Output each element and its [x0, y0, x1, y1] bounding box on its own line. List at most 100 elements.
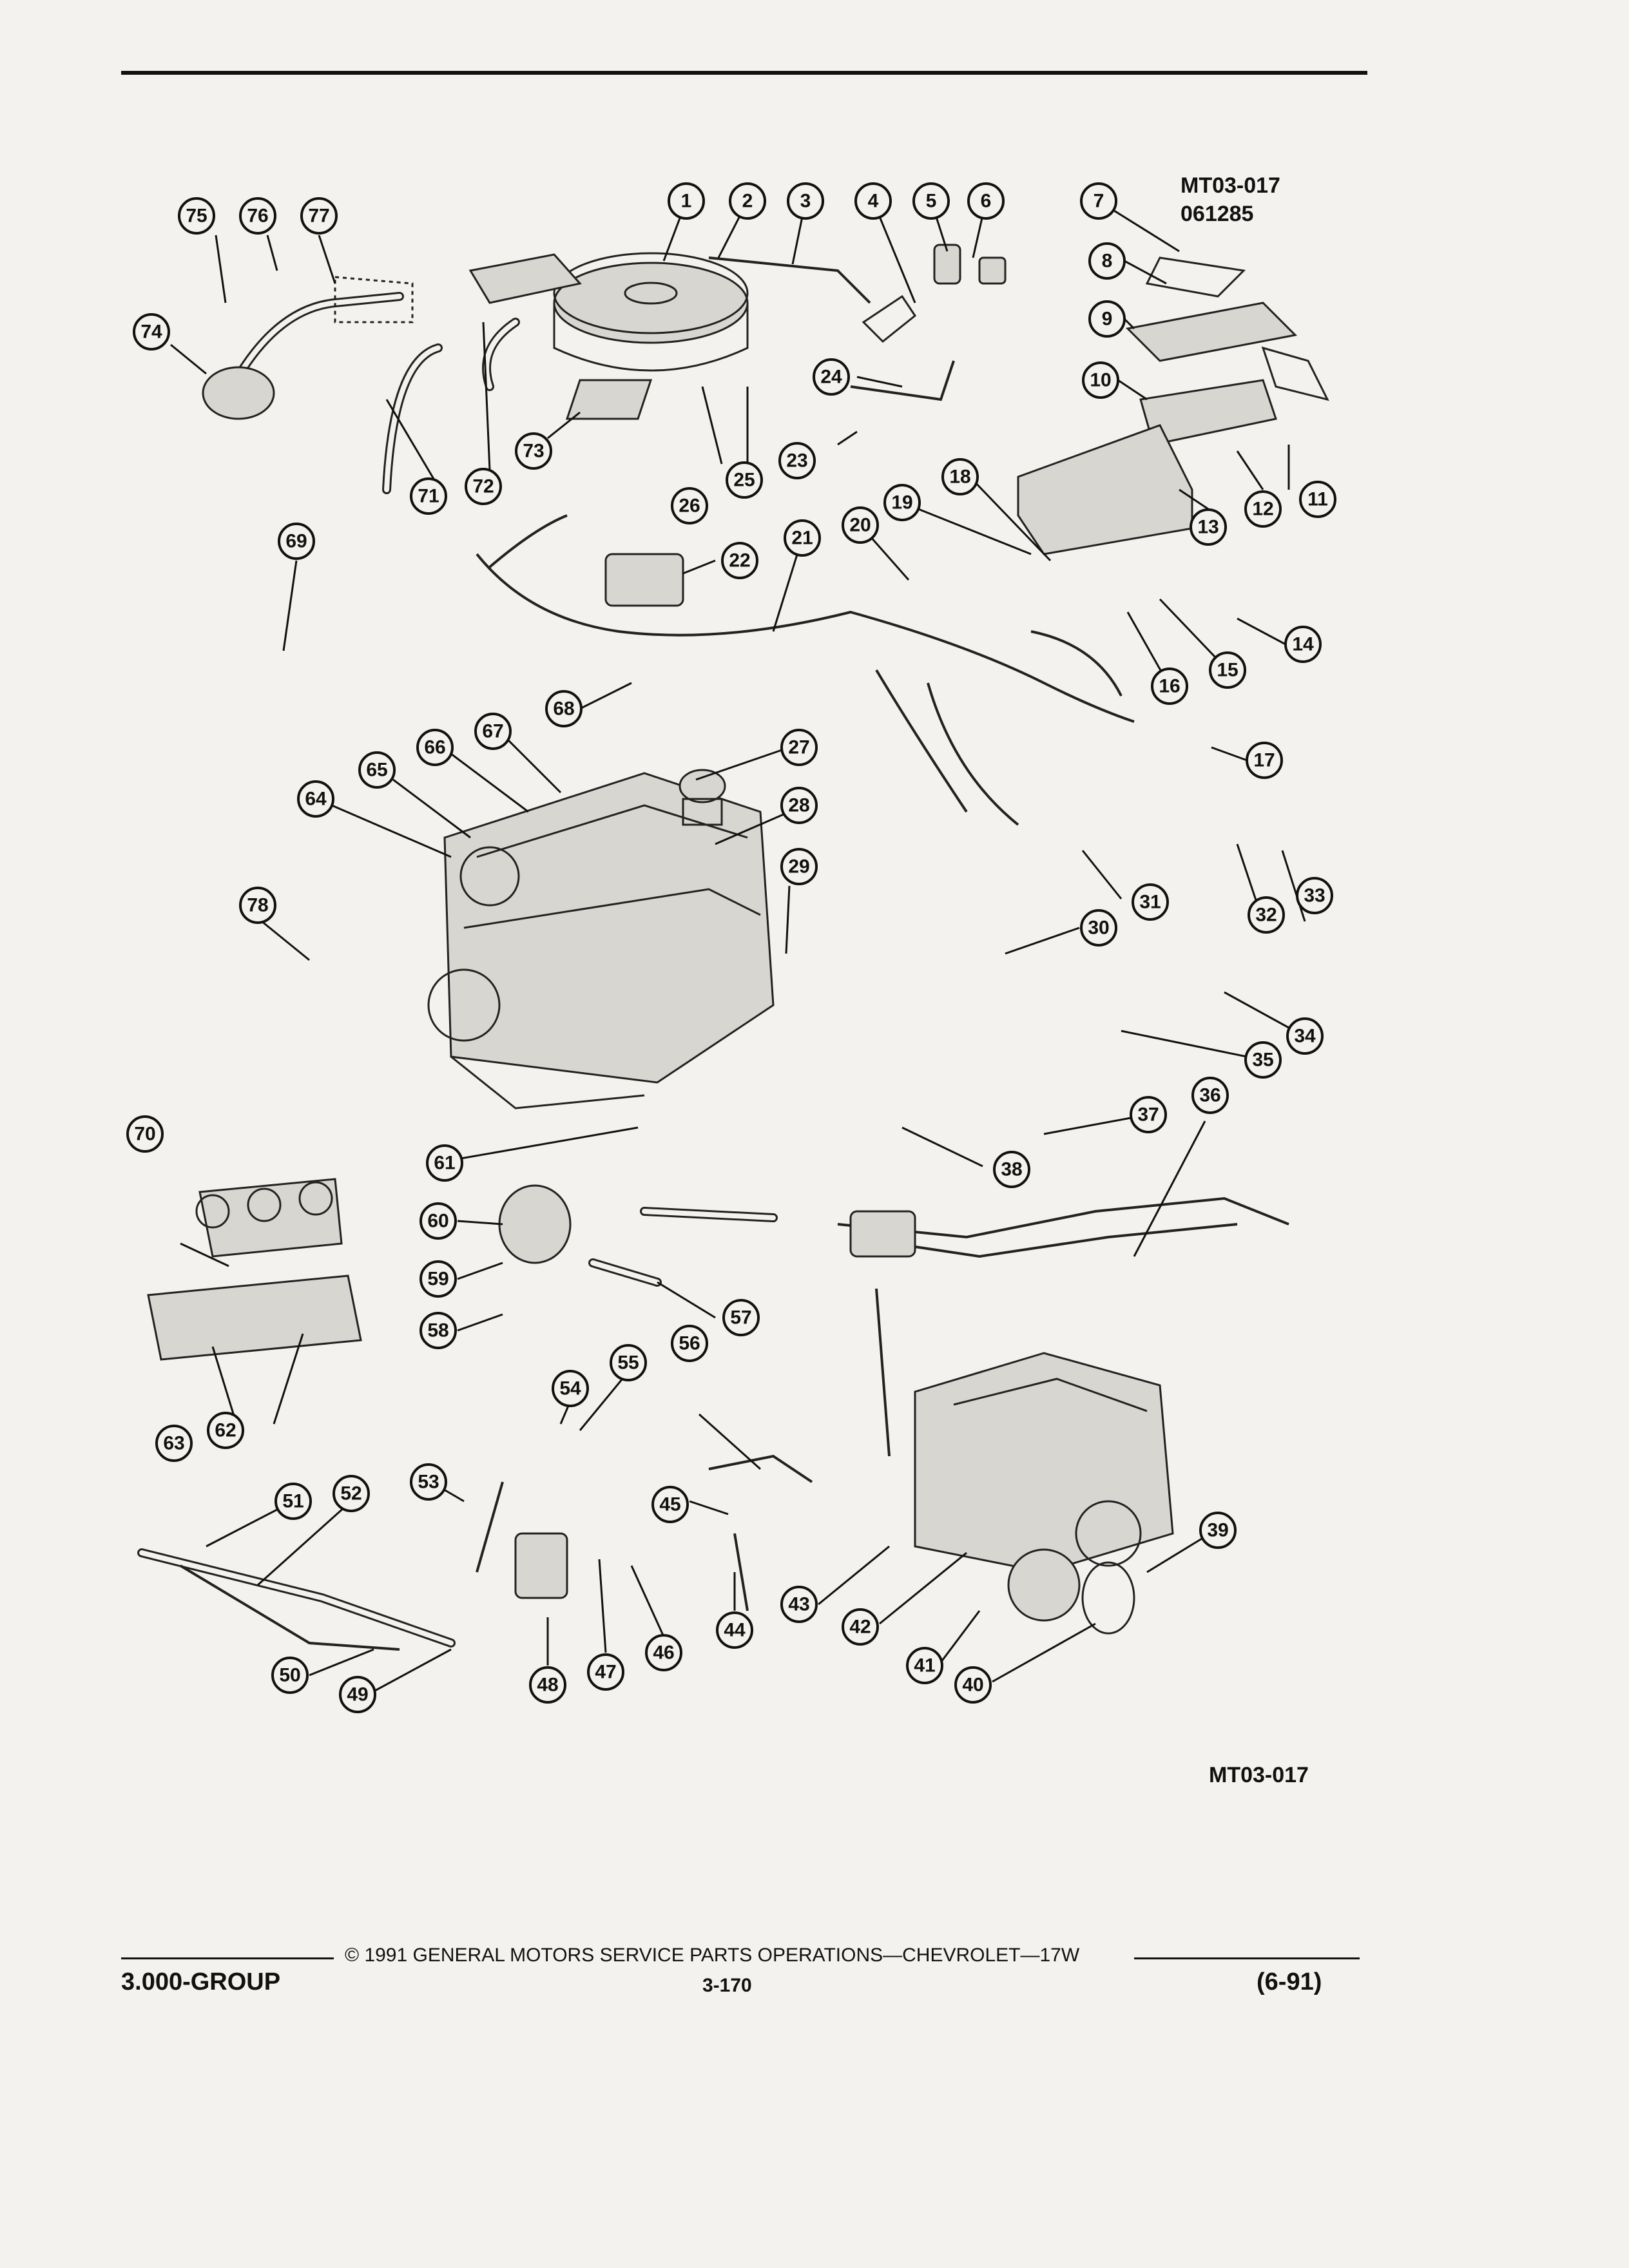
svg-text:56: 56	[679, 1333, 700, 1354]
svg-text:5: 5	[926, 191, 937, 212]
callout-43: 43	[780, 1586, 818, 1623]
svg-text:4: 4	[868, 191, 879, 212]
svg-text:6: 6	[981, 191, 992, 212]
callout-76: 76	[239, 197, 276, 235]
svg-text:2: 2	[742, 191, 753, 212]
callout-8: 8	[1088, 242, 1126, 280]
svg-text:37: 37	[1137, 1104, 1159, 1126]
svg-text:29: 29	[788, 856, 809, 878]
callout-71: 71	[410, 477, 447, 515]
svg-text:19: 19	[891, 492, 912, 514]
callout-65: 65	[358, 751, 396, 789]
svg-text:50: 50	[279, 1665, 300, 1686]
callout-35: 35	[1244, 1041, 1282, 1079]
callout-69: 69	[278, 523, 315, 560]
svg-text:14: 14	[1292, 634, 1314, 655]
svg-text:53: 53	[418, 1472, 439, 1493]
callout-55: 55	[610, 1344, 647, 1381]
svg-text:21: 21	[791, 528, 813, 549]
callout-16: 16	[1151, 668, 1188, 705]
footer-page-number: 3-170	[702, 1975, 752, 1996]
callout-9: 9	[1088, 300, 1126, 338]
callout-28: 28	[780, 787, 818, 824]
svg-text:65: 65	[366, 760, 387, 781]
svg-text:23: 23	[786, 450, 807, 472]
footer-group: 3.000-GROUP	[121, 1968, 281, 1995]
callout-73: 73	[515, 432, 552, 470]
top-rule	[121, 71, 1367, 75]
callout-31: 31	[1132, 883, 1169, 921]
callout-37: 37	[1130, 1096, 1167, 1133]
svg-text:41: 41	[914, 1655, 935, 1677]
svg-text:40: 40	[962, 1675, 983, 1696]
svg-text:28: 28	[788, 795, 809, 816]
svg-text:47: 47	[595, 1662, 616, 1683]
svg-text:30: 30	[1088, 918, 1109, 939]
callout-67: 67	[474, 713, 512, 750]
svg-text:35: 35	[1252, 1050, 1273, 1071]
svg-text:58: 58	[427, 1320, 448, 1341]
callout-11: 11	[1299, 481, 1336, 518]
svg-text:25: 25	[733, 470, 755, 491]
callout-46: 46	[645, 1634, 682, 1671]
egr-solenoid-group	[476, 1454, 813, 1611]
callout-56: 56	[671, 1325, 708, 1362]
callout-62: 62	[207, 1412, 244, 1449]
callout-12: 12	[1244, 490, 1282, 528]
callout-1: 1	[668, 182, 705, 220]
svg-text:36: 36	[1199, 1085, 1220, 1106]
exhaust-pipe	[137, 1548, 456, 1651]
callout-32: 32	[1248, 896, 1285, 934]
svg-text:22: 22	[729, 550, 750, 572]
callout-23: 23	[778, 442, 816, 479]
svg-text:39: 39	[1207, 1520, 1228, 1541]
air-intake-duct	[202, 276, 414, 420]
callout-74: 74	[133, 313, 170, 351]
callout-45: 45	[651, 1486, 689, 1523]
svg-text:16: 16	[1159, 676, 1180, 697]
callout-39: 39	[1199, 1512, 1237, 1549]
svg-text:52: 52	[340, 1483, 361, 1504]
callout-17: 17	[1246, 742, 1283, 779]
svg-text:44: 44	[724, 1620, 746, 1641]
svg-text:33: 33	[1304, 885, 1325, 907]
svg-text:17: 17	[1253, 750, 1275, 771]
callout-40: 40	[954, 1666, 992, 1704]
svg-text:10: 10	[1090, 370, 1111, 391]
svg-text:26: 26	[679, 495, 700, 517]
ecm-module-stack	[1017, 256, 1329, 555]
callout-52: 52	[333, 1475, 370, 1512]
svg-text:60: 60	[427, 1211, 448, 1232]
callout-24: 24	[813, 358, 850, 396]
callout-15: 15	[1209, 651, 1246, 689]
callout-48: 48	[529, 1666, 566, 1704]
svg-text:1: 1	[681, 191, 692, 212]
callout-6: 6	[967, 182, 1005, 220]
egr-valve	[679, 769, 726, 826]
callout-29: 29	[780, 848, 818, 885]
callout-75: 75	[178, 197, 215, 235]
svg-text:61: 61	[434, 1153, 455, 1174]
callout-18: 18	[941, 458, 979, 495]
svg-text:75: 75	[186, 206, 207, 227]
callout-78: 78	[239, 887, 276, 924]
air-cleaner-assembly	[468, 252, 749, 372]
svg-text:76: 76	[247, 206, 268, 227]
exhaust-manifold	[147, 1178, 362, 1361]
svg-text:12: 12	[1252, 499, 1273, 520]
callout-7: 7	[1080, 182, 1117, 220]
callout-58: 58	[419, 1312, 457, 1349]
callout-5: 5	[912, 182, 950, 220]
footer-rule-left	[121, 1957, 334, 1959]
svg-text:49: 49	[347, 1684, 368, 1706]
svg-text:54: 54	[559, 1378, 581, 1399]
svg-text:9: 9	[1102, 309, 1113, 330]
svg-text:11: 11	[1307, 489, 1328, 510]
svg-text:77: 77	[308, 206, 329, 227]
callout-19: 19	[883, 484, 921, 521]
svg-text:18: 18	[949, 466, 970, 488]
engine-block-right	[914, 1352, 1174, 1635]
svg-text:70: 70	[134, 1124, 155, 1145]
callout-63: 63	[155, 1425, 193, 1462]
callout-72: 72	[465, 468, 502, 505]
